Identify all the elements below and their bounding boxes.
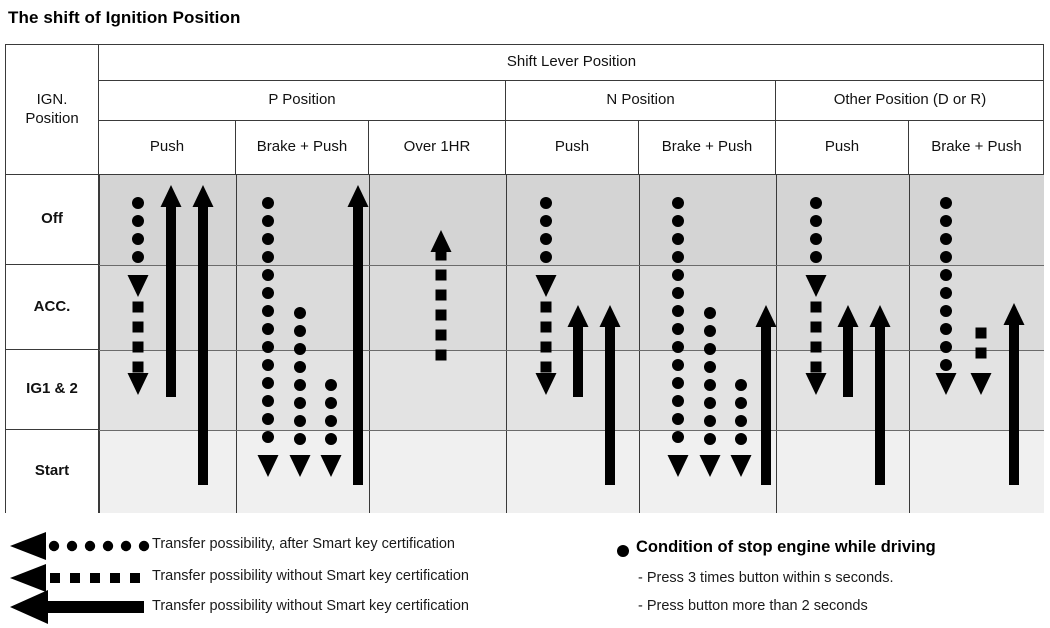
legend-item-2-text: Transfer possibility without Smart key c… bbox=[152, 598, 469, 614]
grid-h-2 bbox=[99, 350, 1044, 351]
transition-arrows bbox=[127, 185, 1025, 485]
legend-item-0-text: Transfer possibility, after Smart key ce… bbox=[152, 536, 455, 552]
arrow-solid bbox=[869, 305, 891, 485]
grid-v-3 bbox=[506, 175, 507, 513]
arrow-solid bbox=[160, 185, 182, 397]
grid-v-5 bbox=[776, 175, 777, 513]
header-corner-ign-position: IGN. Position bbox=[6, 45, 99, 175]
page-title: The shift of Ignition Position bbox=[8, 8, 241, 27]
legend-item-1: Transfer possibility without Smart key c… bbox=[152, 568, 469, 584]
row-band-2 bbox=[99, 350, 1044, 430]
legend-item-0: Transfer possibility, after Smart key ce… bbox=[152, 536, 455, 552]
corner-label-line2: Position bbox=[25, 109, 79, 127]
arrow-solid bbox=[837, 305, 859, 397]
header-group-other-position: Other Position (D or R) bbox=[776, 81, 1044, 121]
condition-line-0: - Press 3 times button within s seconds. bbox=[638, 570, 894, 586]
row-band-0 bbox=[99, 175, 1044, 265]
arrow-dash bbox=[535, 301, 557, 395]
grid-v-4 bbox=[639, 175, 640, 513]
row-band-3 bbox=[99, 430, 1044, 513]
corner-label-line1: IGN. bbox=[36, 90, 68, 108]
legend-item-2: Transfer possibility without Smart key c… bbox=[152, 598, 469, 614]
arrow-dot bbox=[289, 307, 311, 477]
row-label-acc: ACC. bbox=[6, 265, 99, 350]
condition-bullet-icon bbox=[617, 545, 629, 557]
header-col-other-brake-push: Brake + Push bbox=[909, 121, 1044, 175]
legend: Transfer possibility, after Smart key ce… bbox=[0, 518, 1050, 628]
grid-h-1 bbox=[99, 265, 1044, 266]
arrow-dot bbox=[935, 197, 957, 395]
header-col-n-push: Push bbox=[506, 121, 639, 175]
header-group-n-position: N Position bbox=[506, 81, 776, 121]
arrow-dot bbox=[805, 197, 827, 297]
arrow-dash bbox=[430, 230, 452, 361]
header-col-p-push: Push bbox=[99, 121, 236, 175]
arrow-dot bbox=[667, 197, 689, 477]
header-col-n-brake-push: Brake + Push bbox=[639, 121, 776, 175]
arrow-solid bbox=[347, 185, 369, 485]
arrow-solid bbox=[1003, 303, 1025, 485]
header-group-p-position: P Position bbox=[99, 81, 506, 121]
arrow-dash bbox=[970, 327, 992, 395]
header-shift-lever-position: Shift Lever Position bbox=[99, 45, 1044, 81]
grid-v-0 bbox=[99, 175, 100, 513]
arrow-solid bbox=[192, 185, 214, 485]
arrow-solid bbox=[599, 305, 621, 485]
arrow-solid bbox=[755, 305, 777, 485]
arrow-dash bbox=[127, 301, 149, 395]
arrow-dot bbox=[699, 307, 721, 477]
condition-heading: Condition of stop engine while driving bbox=[636, 538, 936, 556]
condition-line-1: - Press button more than 2 seconds bbox=[638, 598, 868, 614]
grid-v-1 bbox=[236, 175, 237, 513]
arrow-dot bbox=[257, 197, 279, 477]
header-col-other-push: Push bbox=[776, 121, 909, 175]
row-label-ig1-2: IG1 & 2 bbox=[6, 350, 99, 430]
row-band-1 bbox=[99, 265, 1044, 350]
legend-item-1-text: Transfer possibility without Smart key c… bbox=[152, 568, 469, 584]
arrow-dot bbox=[535, 197, 557, 297]
arrow-solid bbox=[567, 305, 589, 397]
row-label-start: Start bbox=[6, 430, 99, 513]
header-col-p-brake-push: Brake + Push bbox=[236, 121, 369, 175]
grid-h-3 bbox=[99, 430, 1044, 431]
arrow-dot bbox=[730, 379, 752, 477]
arrow-dot bbox=[320, 379, 342, 477]
header-col-p-over-1hr: Over 1HR bbox=[369, 121, 506, 175]
arrow-dot bbox=[127, 197, 149, 297]
row-label-off: Off bbox=[6, 175, 99, 265]
ignition-shift-table: IGN. Position Shift Lever Position P Pos… bbox=[5, 44, 1044, 513]
legend-glyphs bbox=[10, 532, 150, 624]
arrow-dash bbox=[805, 301, 827, 395]
grid-v-6 bbox=[909, 175, 910, 513]
grid-v-2 bbox=[369, 175, 370, 513]
